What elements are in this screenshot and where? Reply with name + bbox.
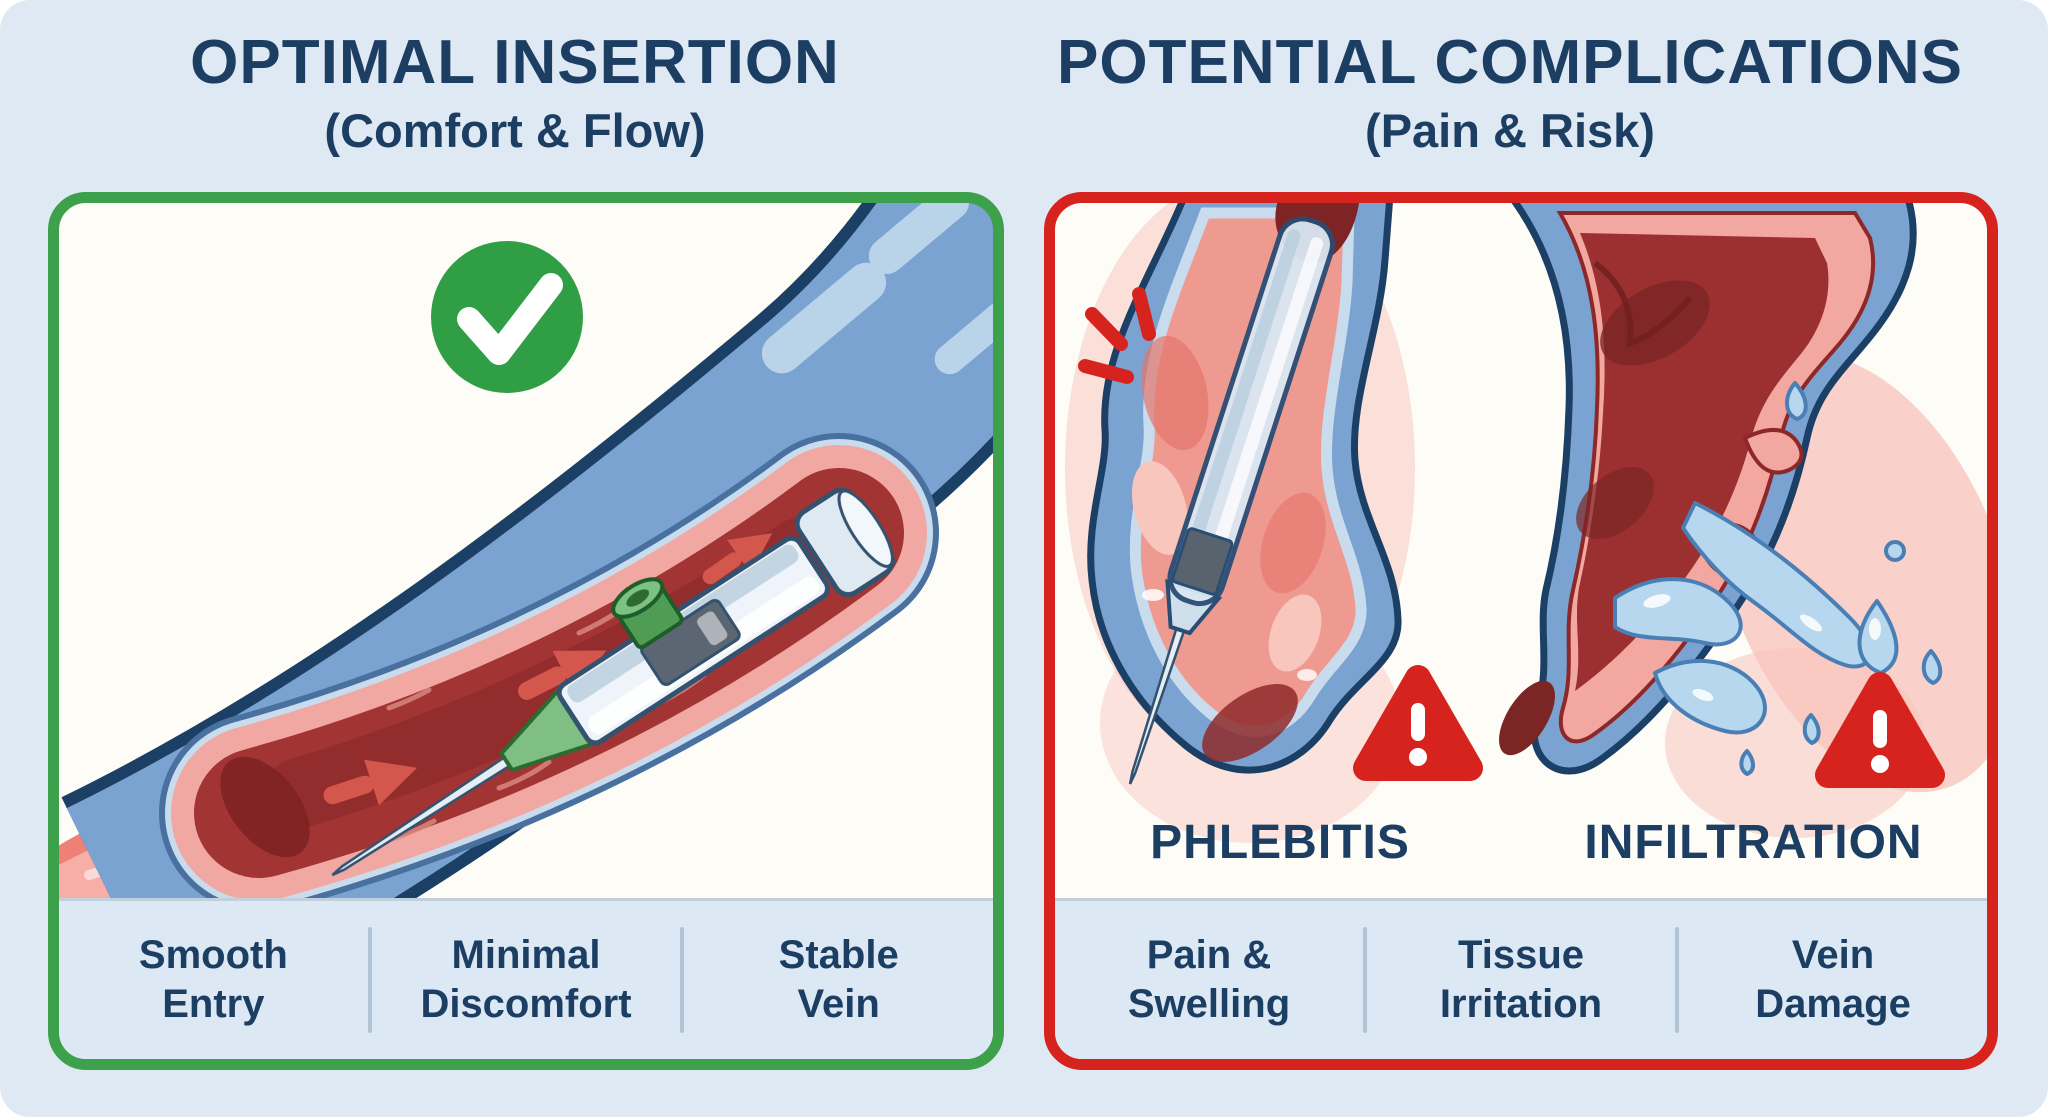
check-icon bbox=[431, 241, 583, 393]
right-panel-title: POTENTIAL COMPLICATIONS bbox=[1057, 28, 1963, 97]
complications-panel: PHLEBITIS INFILTRATION Pain & Swelling T… bbox=[1044, 192, 1998, 1070]
footer-divider bbox=[680, 927, 685, 1033]
risk-pain-swelling: Pain & Swelling bbox=[1055, 901, 1363, 1059]
risk-label: Pain & bbox=[1146, 933, 1272, 978]
left-title-block: OPTIMAL INSERTION (Comfort & Flow) bbox=[48, 30, 982, 158]
benefit-label: Entry bbox=[162, 982, 265, 1026]
flow-arrows-icon bbox=[323, 533, 773, 806]
left-panel-footer: Smooth Entry Minimal Discomfort Stable V… bbox=[59, 898, 993, 1059]
benefit-label: Smooth bbox=[138, 933, 288, 978]
footer-divider bbox=[1675, 927, 1679, 1033]
infiltration-label: INFILTRATION bbox=[1584, 816, 1923, 869]
cannula-illustration bbox=[1128, 216, 1335, 785]
left-panel-title: OPTIMAL INSERTION bbox=[190, 28, 840, 97]
left-panel-subtitle: (Comfort & Flow) bbox=[324, 104, 706, 158]
infiltration-vein-illustration bbox=[1499, 203, 1987, 838]
risk-label: Swelling bbox=[1127, 982, 1291, 1026]
risk-label: Tissue bbox=[1458, 933, 1584, 978]
pain-marks-icon bbox=[1078, 287, 1156, 384]
optimal-insertion-panel: Smooth Entry Minimal Discomfort Stable V… bbox=[48, 192, 1004, 1070]
catheter-illustration bbox=[331, 487, 895, 877]
right-panel-footer: Pain & Swelling Tissue Irritation Vein D… bbox=[1055, 898, 1987, 1059]
healthy-vein-illustration bbox=[59, 203, 993, 901]
risk-label: Vein bbox=[1791, 933, 1875, 978]
leaking-fluid-illustration bbox=[1613, 381, 1943, 776]
phlebitis-vein-illustration bbox=[1065, 203, 1415, 843]
benefit-minimal-discomfort: Minimal Discomfort bbox=[372, 901, 681, 1059]
benefit-label: Stable bbox=[778, 933, 899, 978]
right-panel-subtitle: (Pain & Risk) bbox=[1365, 104, 1655, 158]
benefit-label: Vein bbox=[797, 982, 880, 1026]
phlebitis-label: PHLEBITIS bbox=[1150, 816, 1410, 869]
risk-vein-damage: Vein Damage bbox=[1679, 901, 1987, 1059]
complications-illustration bbox=[1065, 203, 1987, 843]
benefit-smooth-entry: Smooth Entry bbox=[59, 901, 368, 1059]
risk-tissue-irritation: Tissue Irritation bbox=[1367, 901, 1675, 1059]
benefit-label: Minimal bbox=[451, 933, 601, 978]
footer-divider bbox=[367, 927, 372, 1033]
footer-divider bbox=[1363, 927, 1367, 1033]
risk-label: Damage bbox=[1755, 982, 1911, 1026]
right-title-block: POTENTIAL COMPLICATIONS (Pain & Risk) bbox=[1044, 30, 1976, 158]
benefit-label: Discomfort bbox=[420, 982, 632, 1026]
risk-label: Irritation bbox=[1439, 982, 1603, 1026]
benefit-stable-vein: Stable Vein bbox=[684, 901, 993, 1059]
